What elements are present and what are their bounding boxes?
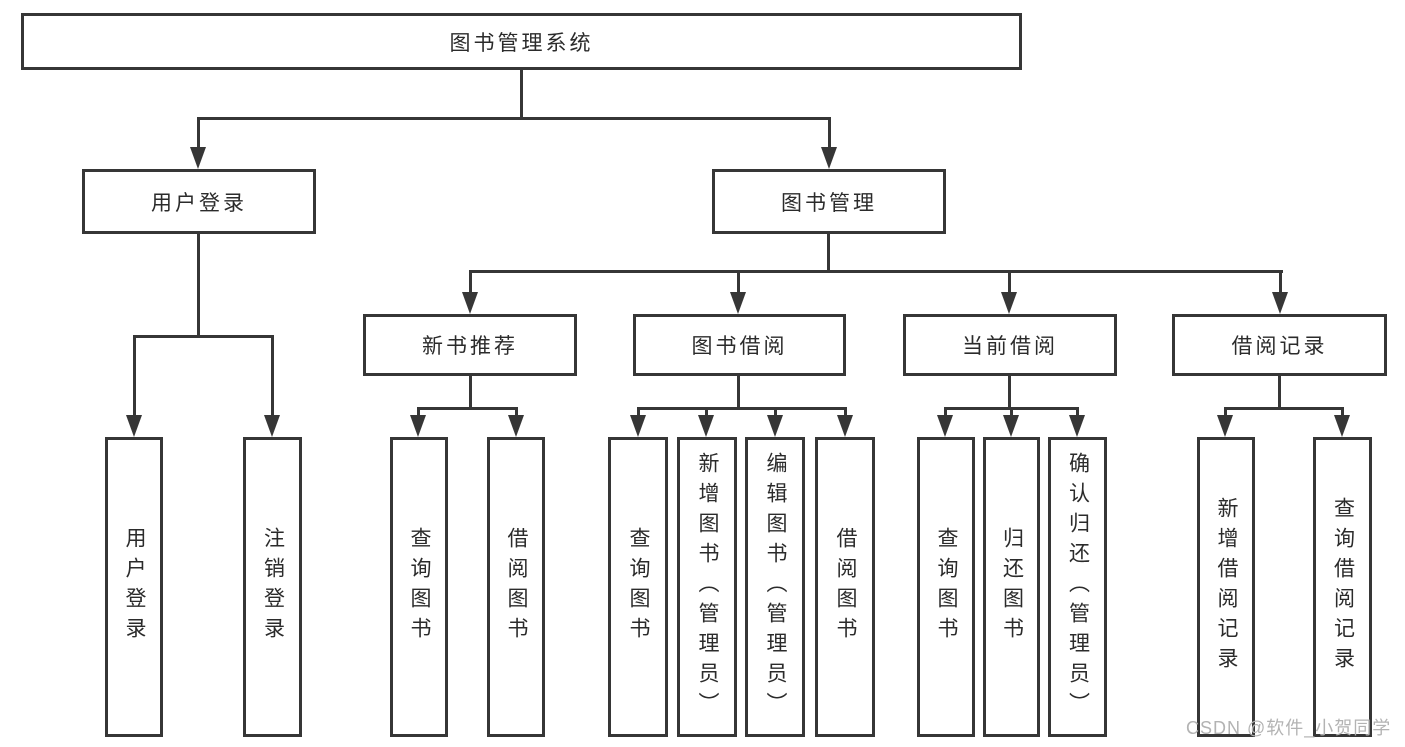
- connector-current-stem: [1008, 376, 1011, 409]
- connector-to-leaf-query-books: [637, 407, 640, 417]
- leaf-label: 新增图书（管理员）: [696, 452, 719, 722]
- leaf-label: 新增借阅记录: [1215, 497, 1238, 677]
- connector-recommendation-split: [417, 407, 518, 410]
- arrowhead-leaf-return-books: [1003, 415, 1019, 437]
- leaf-label: 查询借阅记录: [1331, 497, 1355, 677]
- arrowhead-leaf-user-login: [126, 415, 142, 437]
- leaf-query-books: 查询图书: [608, 437, 668, 737]
- connector-to-leaf-query-record: [1341, 407, 1344, 417]
- leaf-add-borrow-record: 新增借阅记录: [1197, 437, 1255, 737]
- connector-records-stem: [1278, 376, 1281, 409]
- arrowhead-leaf-query-books: [630, 415, 646, 437]
- node-current-borrowing: 当前借阅: [903, 314, 1117, 376]
- node-label: 当前借阅: [962, 335, 1058, 358]
- arrowhead-leaf-query-books: [937, 415, 953, 437]
- connector-to-leaf-borrow-books: [515, 407, 518, 417]
- leaf-query-books: 查询图书: [917, 437, 975, 737]
- arrowhead-borrowing-records: [1272, 292, 1288, 314]
- arrowhead-leaf-edit-book: [767, 415, 783, 437]
- leaf-borrow-books: 借阅图书: [487, 437, 545, 737]
- leaf-return-books: 归还图书: [983, 437, 1040, 737]
- arrowhead-user-login: [190, 147, 206, 169]
- arrowhead-leaf-confirm-return: [1069, 415, 1085, 437]
- node-label: 图书管理: [781, 191, 877, 215]
- leaf-label: 查询图书: [627, 527, 650, 647]
- connector-book-management-stem: [827, 234, 830, 272]
- leaf-label: 注销登录: [261, 527, 285, 647]
- leaf-label: 借阅图书: [834, 527, 857, 647]
- arrowhead-leaf-query-record: [1334, 415, 1350, 437]
- connector-borrowing-stem: [737, 376, 740, 409]
- arrowhead-leaf-add-book: [698, 415, 714, 437]
- connector-to-borrowing-records: [1279, 270, 1282, 292]
- connector-root-split: [197, 117, 831, 120]
- node-book-management: 图书管理: [712, 169, 946, 234]
- connector-recommendation-stem: [469, 376, 472, 409]
- connector-to-leaf-query-books: [944, 407, 947, 417]
- connector-to-leaf-edit-book: [774, 407, 777, 417]
- leaf-logout: 注销登录: [243, 437, 302, 737]
- arrowhead-current-borrowing: [1001, 292, 1017, 314]
- arrowhead-leaf-query-books: [410, 415, 426, 437]
- leaf-add-book-admin: 新增图书（管理员）: [677, 437, 737, 737]
- connector-to-user-login: [197, 117, 200, 149]
- leaf-query-books: 查询图书: [390, 437, 448, 737]
- node-library-system: 图书管理系统: [21, 13, 1022, 70]
- connector-to-leaf-user-login: [133, 335, 136, 417]
- node-user-login: 用户登录: [82, 169, 316, 234]
- leaf-label: 借阅图书: [505, 527, 528, 647]
- connector-to-leaf-query-books: [417, 407, 420, 417]
- leaf-label: 查询图书: [408, 527, 431, 647]
- connector-to-book-borrowing: [737, 270, 740, 292]
- connector-to-current-borrowing: [1008, 270, 1011, 292]
- node-label: 新书推荐: [422, 335, 518, 358]
- node-borrowing-records: 借阅记录: [1172, 314, 1387, 376]
- node-label: 借阅记录: [1231, 335, 1328, 358]
- leaf-user-login: 用户登录: [105, 437, 163, 737]
- leaf-query-borrow-record: 查询借阅记录: [1313, 437, 1372, 737]
- arrowhead-book-management: [821, 147, 837, 169]
- connector-book-management-split: [469, 270, 1283, 273]
- connector-to-leaf-add-record: [1224, 407, 1227, 417]
- connector-to-leaf-borrow-books: [844, 407, 847, 417]
- leaf-label: 归还图书: [1000, 527, 1024, 647]
- connector-to-leaf-add-book: [705, 407, 708, 417]
- connector-records-split: [1224, 407, 1344, 410]
- leaf-confirm-return-admin: 确认归还（管理员）: [1048, 437, 1107, 737]
- node-label: 图书管理系统: [449, 31, 594, 55]
- node-book-borrowing: 图书借阅: [633, 314, 846, 376]
- csdn-watermark: CSDN @软件_小贺同学: [1186, 718, 1392, 738]
- leaf-label: 查询图书: [935, 527, 958, 647]
- arrowhead-leaf-borrow-books: [508, 415, 524, 437]
- leaf-label: 确认归还（管理员）: [1066, 452, 1090, 722]
- arrowhead-book-borrowing: [730, 292, 746, 314]
- connector-to-leaf-return-books: [1010, 407, 1013, 417]
- connector-borrowing-split: [637, 407, 847, 410]
- leaf-label: 编辑图书（管理员）: [764, 452, 787, 722]
- connector-user-login-split: [133, 335, 274, 338]
- connector-to-book-management: [828, 117, 831, 149]
- connector-user-login-stem: [197, 234, 200, 337]
- connector-to-leaf-confirm-return: [1076, 407, 1079, 417]
- arrowhead-leaf-add-record: [1217, 415, 1233, 437]
- leaf-label: 用户登录: [123, 527, 146, 647]
- connector-to-new-book-recommendation: [469, 270, 472, 292]
- leaf-edit-book-admin: 编辑图书（管理员）: [745, 437, 805, 737]
- leaf-borrow-books: 借阅图书: [815, 437, 875, 737]
- arrowhead-new-book-recommendation: [462, 292, 478, 314]
- node-new-book-recommendation: 新书推荐: [363, 314, 577, 376]
- connector-to-leaf-logout: [271, 335, 274, 417]
- node-label: 图书借阅: [691, 335, 788, 358]
- node-label: 用户登录: [151, 191, 247, 215]
- connector-root-stem: [520, 70, 523, 118]
- arrowhead-leaf-borrow-books: [837, 415, 853, 437]
- arrowhead-leaf-logout: [264, 415, 280, 437]
